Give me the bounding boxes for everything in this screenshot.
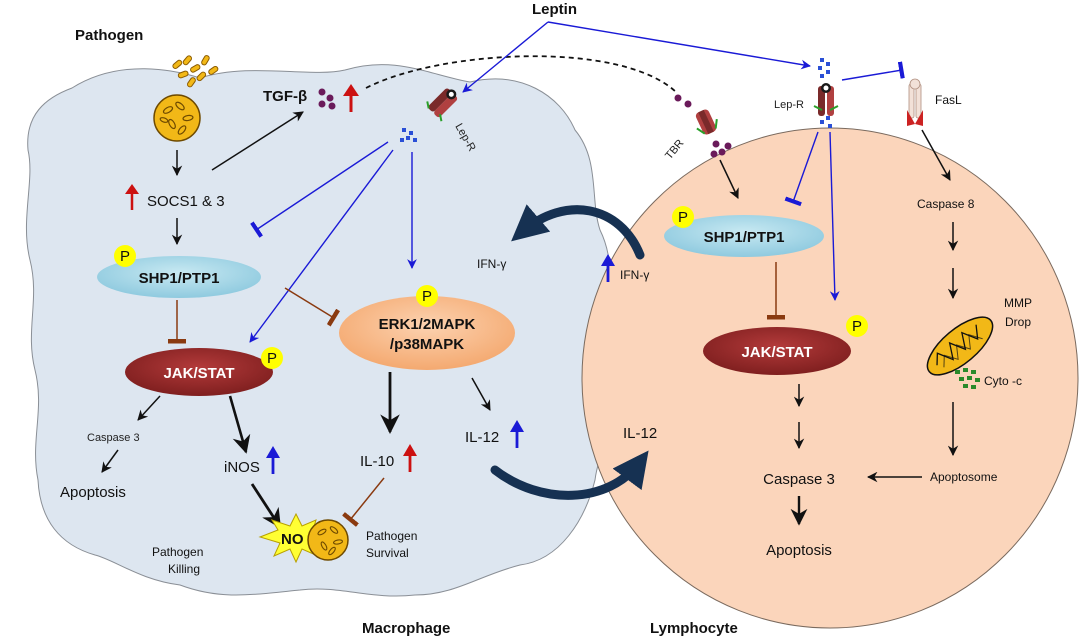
no-pathogen-icon (307, 519, 349, 561)
pathogen-killing-label-1: Pathogen (152, 545, 203, 559)
arrow-tbr-to-shp1-lym (719, 159, 739, 199)
macrophage-leptin-receptor-icon (426, 88, 458, 122)
lymphocyte-leptin-receptor-icon (813, 83, 839, 116)
inhibit-shp1-to-erk (284, 287, 340, 327)
lymphocyte-caspase3-label: Caspase 3 (763, 471, 835, 488)
lymphocyte-jak-stat-node (703, 327, 851, 375)
arrow-caspase3-to-apoptosis-mac (101, 449, 119, 473)
leptin-title: Leptin (532, 1, 577, 18)
lymphocyte-shp1-phospho-label: P (678, 209, 688, 226)
macrophage-jak-phospho-icon (261, 347, 283, 369)
pathogen-survival-label-1: Pathogen (366, 529, 417, 543)
pathogen-title: Pathogen (75, 27, 143, 44)
lymphocyte-jak-stat-label: JAK/STAT (741, 344, 812, 361)
tgf-beta-dots-icon (318, 88, 336, 110)
macrophage-caspase3-label: Caspase 3 (87, 432, 140, 444)
tbr-ligand-dots-icon (674, 94, 732, 158)
il10-up-arrowhead-icon (403, 444, 417, 456)
lymphocyte-jak-phospho-label: P (852, 318, 862, 335)
arrow-leptin-to-jak-lym (829, 131, 840, 301)
macrophage-title: Macrophage (362, 620, 450, 637)
lymphocyte-leptin-dots-icon (818, 58, 832, 128)
arrow-erk-to-il12-mac (471, 377, 491, 411)
arrow-leptin-to-macrophage (462, 21, 549, 93)
lymphocyte-title: Lymphocyte (650, 620, 738, 637)
il12-up-arrowhead-icon (510, 420, 524, 432)
fasl-label: FasL (935, 93, 962, 107)
lymphocyte-il12-label: IL-12 (623, 425, 657, 442)
macrophage-il12-label: IL-12 (465, 429, 499, 446)
tgf-beta-label: TGF-β (263, 88, 307, 105)
macrophage-jak-phospho-label: P (267, 350, 277, 367)
macrophage-shp1-phospho-label: P (120, 248, 130, 265)
mitochondrion-icon (926, 316, 994, 376)
arrow-inos-to-no (250, 483, 282, 529)
macrophage-leptin-dots-icon (400, 128, 417, 142)
inos-up-arrowhead-icon (266, 446, 280, 458)
erk-label-line1: ERK1/2MAPK (379, 316, 476, 333)
arrow-leptin-to-lymphocyte (547, 21, 811, 70)
il10-label: IL-10 (360, 453, 394, 470)
inos-label: iNOS (224, 459, 260, 476)
inhibit-leptin-to-shp1-mac (250, 141, 389, 238)
macrophage-apoptosis-label: Apoptosis (60, 484, 126, 501)
macrophage-shp1-label: SHP1/PTP1 (139, 270, 220, 287)
erk-label-line2: /p38MAPK (390, 336, 464, 353)
lymphocyte-ifn-up-arrowhead-icon (601, 254, 615, 266)
arrow-jak-to-caspase3-mac (137, 395, 161, 421)
lymphocyte-shp1-label: SHP1/PTP1 (704, 229, 785, 246)
cyto-c-dots-icon (955, 368, 980, 389)
fasl-receptor-icon (907, 78, 923, 126)
caspase8-label: Caspase 8 (917, 197, 975, 211)
macrophage-shp1-node (97, 256, 261, 298)
arrow-leptin-to-jak-mac (249, 149, 394, 343)
inhibit-leptin-to-fasl (841, 61, 905, 81)
tbr-label: TBR (663, 137, 686, 162)
cyto-c-label: Cyto -c (984, 374, 1022, 388)
tgf-up-arrowhead-icon (343, 84, 359, 96)
pathogen-killing-label-2: Killing (168, 562, 200, 576)
socs-label: SOCS1 & 3 (147, 193, 225, 210)
lymphocyte-shp1-phospho-icon (672, 206, 694, 228)
lymphocyte-jak-phospho-icon (846, 315, 868, 337)
macrophage-ifn-gamma-label: IFN-γ (477, 257, 506, 271)
pathogen-rods-icon (172, 55, 219, 88)
arrow-fasl-to-caspase8 (921, 129, 951, 181)
tgf-secretion-dashed-curve (365, 55, 677, 93)
lymphocyte-ifn-gamma-label: IFN-γ (620, 268, 649, 282)
macrophage-cell (25, 64, 619, 597)
no-label: NO (281, 531, 304, 548)
inhibit-leptin-to-shp1-lym (784, 131, 819, 207)
il12-curved-arrow (490, 450, 649, 500)
ifn-gamma-curved-arrow (511, 204, 645, 260)
erk-phospho-icon (416, 285, 438, 307)
pathogen-survival-label-2: Survival (366, 546, 409, 560)
inhibit-il10-to-no (342, 477, 385, 527)
lymphocyte-apoptosis-label: Apoptosis (766, 542, 832, 559)
apoptosome-label: Apoptosome (930, 470, 998, 484)
socs-up-arrowhead-icon (125, 184, 139, 194)
phagosome-pathogen-icon (153, 94, 201, 142)
macrophage-shp1-phospho-icon (114, 245, 136, 267)
macrophage-jak-stat-label: JAK/STAT (163, 365, 234, 382)
arrow-jak-to-inos (228, 395, 251, 454)
erk-mapk-node (339, 296, 515, 370)
erk-phospho-label: P (422, 288, 432, 305)
mmp-label-1: MMP (1004, 296, 1032, 310)
tbr-receptor-icon (695, 109, 718, 135)
lymphocyte-shp1-node (664, 215, 824, 257)
macrophage-jak-stat-node (125, 348, 273, 396)
arrow-socs-to-tgf (211, 111, 304, 171)
mmp-label-2: Drop (1005, 315, 1031, 329)
lymphocyte-lep-r-label: Lep-R (774, 99, 804, 111)
